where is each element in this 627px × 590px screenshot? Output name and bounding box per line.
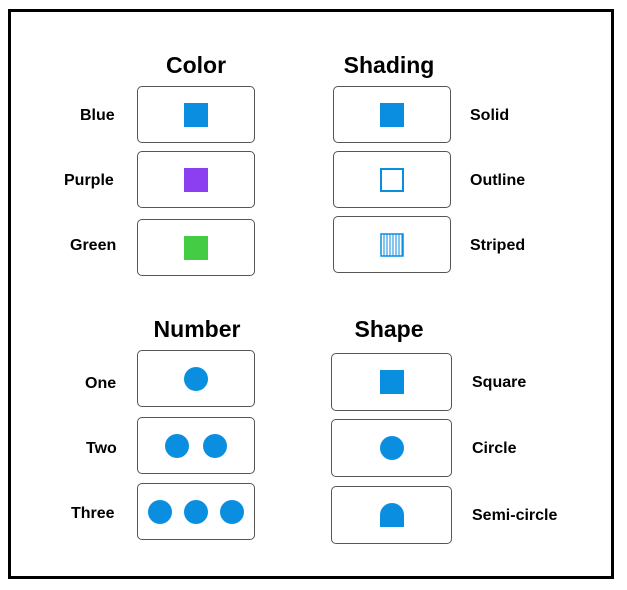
shading-card-solid — [333, 86, 451, 143]
shading-label-outline: Outline — [470, 172, 526, 189]
three-circles-icon — [148, 499, 244, 524]
color-label-green: Green — [70, 237, 117, 254]
color-card-purple — [137, 151, 255, 208]
one-circle-icon — [184, 366, 208, 391]
blue-square-icon — [184, 102, 208, 127]
shading-heading: Shading — [343, 52, 435, 78]
number-card-one — [137, 350, 255, 407]
two-circles-icon — [165, 433, 227, 458]
color-label-blue: Blue — [80, 107, 115, 124]
square-icon — [379, 370, 404, 394]
shading-card-striped — [333, 216, 451, 273]
color-heading: Color — [165, 52, 227, 78]
number-label-two: Two — [86, 440, 117, 457]
shape-label-square: Square — [472, 374, 527, 391]
shape-heading: Shape — [354, 316, 424, 342]
shape-label-semi-circle: Semi-circle — [472, 507, 558, 524]
shape-card-square — [331, 353, 452, 411]
shading-label-solid: Solid — [470, 107, 510, 124]
shape-card-semi-circle — [331, 486, 452, 544]
green-square-icon — [184, 235, 208, 260]
color-card-blue — [137, 86, 255, 143]
solid-square-icon — [380, 102, 404, 127]
number-heading: Number — [153, 316, 241, 342]
shading-label-striped: Striped — [470, 237, 526, 254]
color-label-purple: Purple — [64, 172, 114, 189]
striped-square-icon — [380, 232, 404, 257]
number-card-three — [137, 483, 255, 540]
purple-square-icon — [184, 167, 208, 192]
semi-circle-icon — [379, 503, 404, 527]
outline-square-icon — [380, 167, 404, 192]
shading-card-outline — [333, 151, 451, 208]
number-card-two — [137, 417, 255, 474]
number-label-three: Three — [71, 505, 115, 522]
circle-icon — [379, 436, 404, 460]
color-card-green — [137, 219, 255, 276]
shape-label-circle: Circle — [472, 440, 517, 457]
outer-frame — [8, 9, 614, 579]
shape-card-circle — [331, 419, 452, 477]
number-label-one: One — [85, 375, 117, 392]
